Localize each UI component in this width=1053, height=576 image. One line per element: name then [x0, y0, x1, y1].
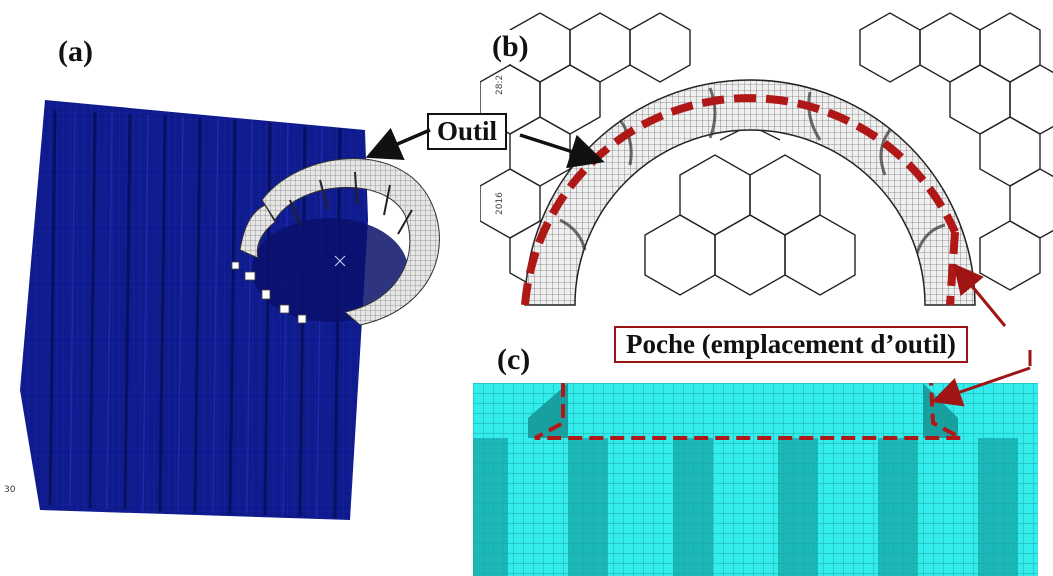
- panel-label-b: (b): [488, 30, 533, 64]
- panel-label-c: (c): [493, 343, 535, 377]
- stamp-time: 28:2: [495, 75, 505, 95]
- cyan-dark-bands: [473, 438, 1018, 576]
- stamp-year: 2016: [495, 192, 505, 215]
- tool-callout: Outil: [427, 113, 508, 150]
- pocket-outline-top: [521, 94, 959, 306]
- pocket-outline-side: [534, 383, 962, 440]
- panel-b-figure: 2016 28:2: [480, 12, 1053, 306]
- panel-c-figure: [473, 383, 1038, 576]
- tool-ring: [231, 158, 440, 326]
- pocket-callout: Poche (emplacement d’outil): [614, 326, 968, 363]
- panel-label-a: (a): [58, 35, 93, 69]
- axis-stamp: 30: [4, 485, 16, 495]
- panel-a-figure: 30: [4, 100, 440, 520]
